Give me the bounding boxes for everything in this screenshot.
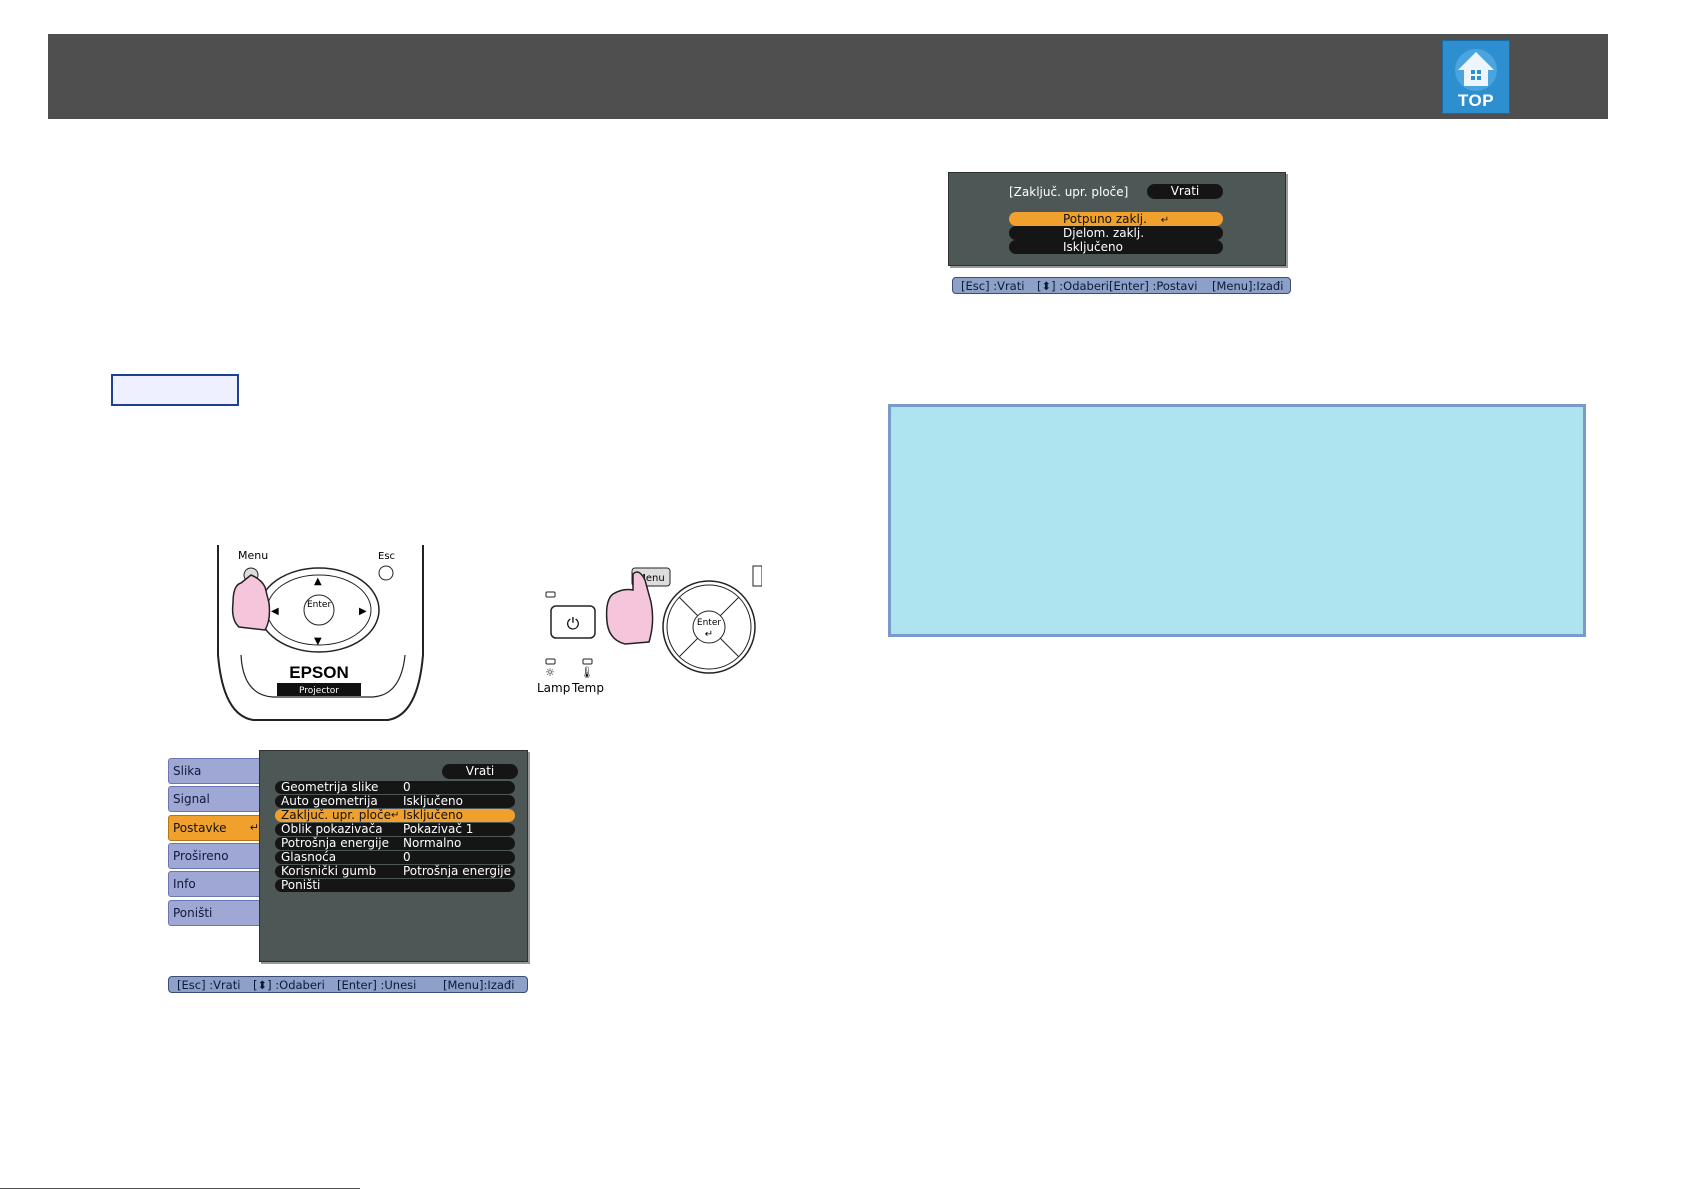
option-label: Potpuno zaklj. xyxy=(1063,212,1147,226)
enter-icon: ↵ xyxy=(391,810,400,821)
row-label: Oblik pokazivača xyxy=(281,822,383,836)
row-value: Normalno xyxy=(403,836,462,850)
tab-label: Info xyxy=(173,877,196,891)
dialog-back-button[interactable]: Vrati xyxy=(1147,184,1223,199)
remote-enter-button[interactable] xyxy=(303,594,335,626)
menu-row-ponisti[interactable]: Poništi xyxy=(275,879,515,892)
control-panel-illustration: Menu ⏻ Enter ↵ ☼ 🌡 Lamp Temp xyxy=(537,565,762,695)
menu-row-potrosnja-energije[interactable]: Potrošnja energije Normalno xyxy=(275,837,515,850)
tab-prosireno[interactable]: Prošireno xyxy=(168,843,271,870)
row-value: 0 xyxy=(403,850,411,864)
tab-postavke[interactable]: Postavke ↵ xyxy=(168,815,271,842)
row-value: Isključeno xyxy=(403,794,463,808)
menu-row-korisnicki-gumb[interactable]: Korisnički gumb Potrošnja energije xyxy=(275,865,515,878)
menu-row-oblik-pokazivaca[interactable]: Oblik pokazivača Pokazivač 1 xyxy=(275,823,515,836)
top-badge-label: TOP xyxy=(1457,91,1495,110)
panel-lamp-label: Lamp xyxy=(537,681,570,695)
lamp-icon: ☼ xyxy=(545,666,555,679)
down-arrow-icon: ▼ xyxy=(314,636,322,647)
dialog-option-off[interactable]: Isključeno xyxy=(1009,240,1223,254)
dialog-title: [Zaključ. upr. ploče] xyxy=(1009,185,1129,199)
row-value: Isključeno xyxy=(403,808,463,822)
help-menu: [Menu]:Izađi xyxy=(1212,279,1284,293)
menu-help-bar: [Esc] :Vrati [⬍] :Odaberi [Enter] :Unesi… xyxy=(168,976,528,993)
row-label: Potrošnja energije xyxy=(281,836,389,850)
page-header-band xyxy=(48,34,1608,119)
menu-row-glasnoca[interactable]: Glasnoća 0 xyxy=(275,851,515,864)
dialog-option-full-lock[interactable]: Potpuno zaklj. ↵ xyxy=(1009,212,1223,226)
row-value: 0 xyxy=(403,780,411,794)
enter-icon: ↵ xyxy=(1160,215,1170,226)
remote-esc-button[interactable] xyxy=(378,565,394,581)
help-menu: [Menu]:Izađi xyxy=(443,978,515,992)
remote-enter-label: Enter xyxy=(307,600,331,610)
enter-arrow-icon: ↵ xyxy=(705,629,713,640)
tab-label: Slika xyxy=(173,764,202,778)
tab-slika[interactable]: Slika xyxy=(168,758,271,785)
finger-pointer-icon xyxy=(231,574,271,631)
row-label: Glasnoća xyxy=(281,850,337,864)
remote-esc-label: Esc xyxy=(378,551,395,562)
panel-power-button[interactable] xyxy=(550,605,596,639)
row-label: Korisnički gumb xyxy=(281,864,377,878)
panel-temp-label: Temp xyxy=(571,681,604,695)
help-enter: [Enter] :Postavi xyxy=(1109,279,1198,293)
control-panel-lock-dialog: [Zaključ. upr. ploče] Vrati Potpuno zakl… xyxy=(948,172,1286,266)
remote-brand: EPSON xyxy=(289,663,349,682)
row-label: Poništi xyxy=(281,878,321,892)
top-link-button[interactable]: TOP xyxy=(1442,40,1510,114)
tab-info[interactable]: Info xyxy=(168,871,271,898)
help-esc: [Esc] :Vrati xyxy=(961,279,1025,293)
panel-enter-button[interactable] xyxy=(692,610,726,644)
finger-pointer-icon xyxy=(605,571,654,645)
power-icon: ⏻ xyxy=(567,614,580,633)
remote-menu-label: Menu xyxy=(238,549,268,562)
help-select: [⬍] :Odaberi xyxy=(253,978,325,992)
tab-signal[interactable]: Signal xyxy=(168,786,271,813)
tab-ponisti[interactable]: Poništi xyxy=(168,900,271,927)
right-arrow-icon: ▶ xyxy=(359,606,367,617)
enter-icon: ↵ xyxy=(249,821,259,834)
procedure-step-box xyxy=(111,374,239,406)
tab-label: Prošireno xyxy=(173,849,229,863)
row-value: Pokazivač 1 xyxy=(403,822,474,836)
menu-back-button[interactable]: Vrati xyxy=(442,764,518,779)
remote-model: Projector xyxy=(299,686,339,696)
tab-label: Signal xyxy=(173,792,210,806)
tab-label: Poništi xyxy=(173,906,213,920)
tab-label: Postavke xyxy=(173,821,227,835)
row-label: Auto geometrija xyxy=(281,794,378,808)
menu-row-zakljuc-upr-ploce[interactable]: Zaključ. upr. ploče↵Isključeno xyxy=(275,809,515,822)
footer-rule xyxy=(0,1188,360,1189)
panel-menu-label: Menu xyxy=(637,573,664,584)
menu-row-geometrija-slike[interactable]: Geometrija slike 0 xyxy=(275,781,515,794)
menu-row-auto-geometrija[interactable]: Auto geometrija Isključeno xyxy=(275,795,515,808)
option-label: Djelom. zaklj. xyxy=(1063,226,1145,240)
row-value: Potrošnja energije xyxy=(403,864,511,878)
dialog-help-bar: [Esc] :Vrati [⬍] :Odaberi [Enter] :Posta… xyxy=(952,277,1291,294)
row-label: Geometrija slike xyxy=(281,780,379,794)
panel-enter-label: Enter xyxy=(697,618,721,628)
home-icon xyxy=(1455,49,1497,91)
remote-control-illustration: Menu Esc Enter ▲ ▼ ◀ ▶ EPSON Projector xyxy=(217,545,424,721)
thermometer-icon: 🌡 xyxy=(580,666,594,679)
row-label: Zaključ. upr. ploče xyxy=(281,808,391,822)
up-arrow-icon: ▲ xyxy=(314,576,322,587)
dialog-option-partial-lock[interactable]: Djelom. zaklj. xyxy=(1009,226,1223,240)
help-select: [⬍] :Odaberi xyxy=(1037,279,1109,293)
left-arrow-icon: ◀ xyxy=(271,606,279,617)
note-box xyxy=(888,404,1586,637)
help-esc: [Esc] :Vrati xyxy=(177,978,241,992)
help-enter: [Enter] :Unesi xyxy=(337,978,417,992)
option-label: Isključeno xyxy=(1063,240,1123,254)
